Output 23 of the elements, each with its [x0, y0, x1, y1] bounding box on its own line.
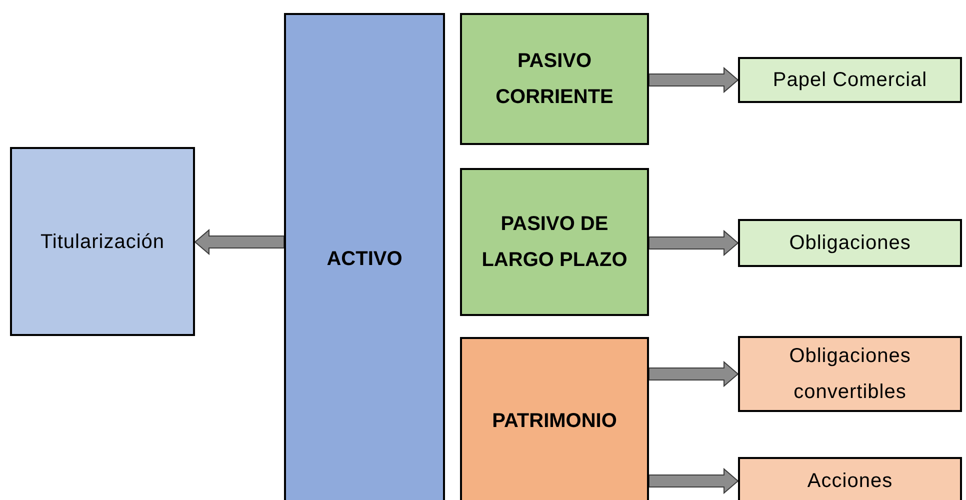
- block-arrow: [194, 228, 284, 256]
- process-box: [738, 57, 962, 103]
- box-label: Acciones: [807, 469, 893, 494]
- process-box: [460, 168, 649, 316]
- block-arrow: [648, 66, 739, 94]
- box-label: PATRIMONIO: [492, 409, 617, 434]
- block-arrow: [648, 360, 739, 388]
- process-box: [460, 13, 649, 145]
- block-arrow: [648, 230, 739, 256]
- process-box: [738, 336, 962, 412]
- process-box: [738, 219, 962, 267]
- process-box: [10, 147, 195, 336]
- box-label: PASIVO DE LARGO PLAZO: [480, 212, 628, 273]
- process-box: [738, 457, 962, 500]
- box-label: ACTIVO: [326, 247, 402, 272]
- block-arrow: [648, 468, 739, 494]
- box-label: PASIVO CORRIENTE: [494, 49, 614, 110]
- process-box: [284, 13, 445, 500]
- box-label: Papel Comercial: [772, 68, 928, 93]
- box-label: Obligaciones convertibles: [788, 344, 912, 405]
- process-box: [460, 337, 649, 500]
- box-label: Titularización: [40, 230, 165, 254]
- box-label: Obligaciones: [789, 231, 911, 256]
